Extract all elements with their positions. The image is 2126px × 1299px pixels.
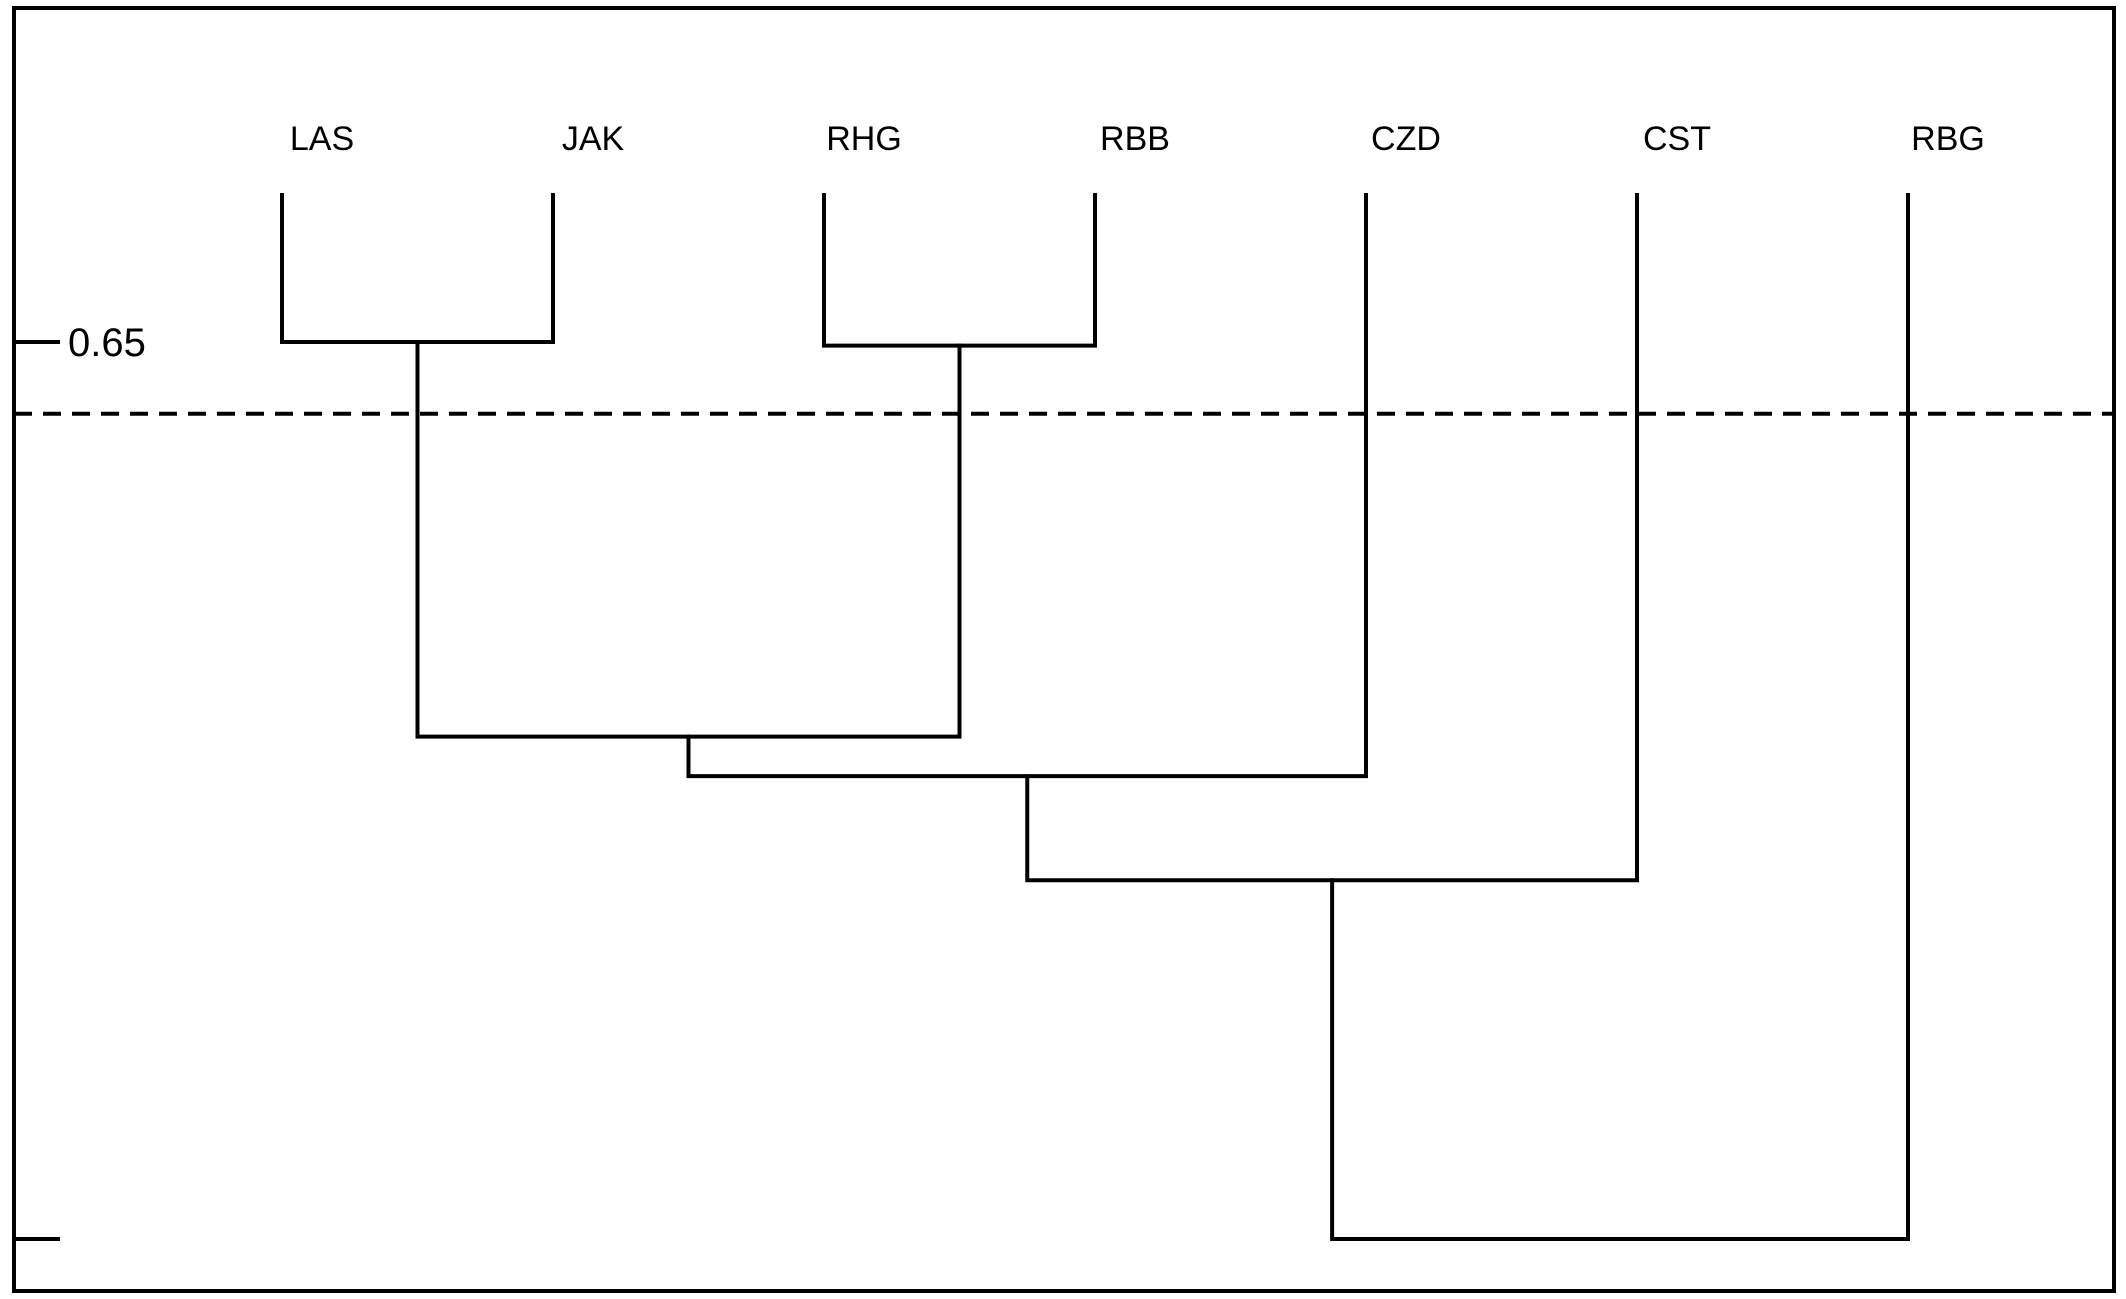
merge-las-jak-rhg-rbb-czd-cst-rbg [1330, 193, 1910, 1241]
merge-las-jak [280, 193, 555, 344]
axis-ticks: 0.65 [14, 321, 146, 1241]
leaf-label-cst: CST [1643, 120, 1711, 158]
leaf-label-jak: JAK [562, 120, 625, 158]
leaf-label-rbg: RBG [1911, 120, 1985, 158]
leaf-labels: LAS JAK RHG RBB CZD CST RBG [290, 120, 1985, 158]
leaf-label-rbb: RBB [1100, 120, 1170, 158]
leaf-label-las: LAS [290, 120, 354, 158]
plot-frame [12, 6, 2116, 1293]
leaf-label-rhg: RHG [826, 120, 902, 158]
axis-tick-label: 0.65 [68, 321, 146, 365]
merge-las-jak-rhg-rbb-czd [686, 193, 1368, 779]
branches [280, 193, 1910, 1241]
merge-las-jak-rhg-rbb [415, 340, 962, 739]
merge-rhg-rbb [822, 193, 1097, 348]
leaf-label-czd: CZD [1371, 120, 1441, 158]
